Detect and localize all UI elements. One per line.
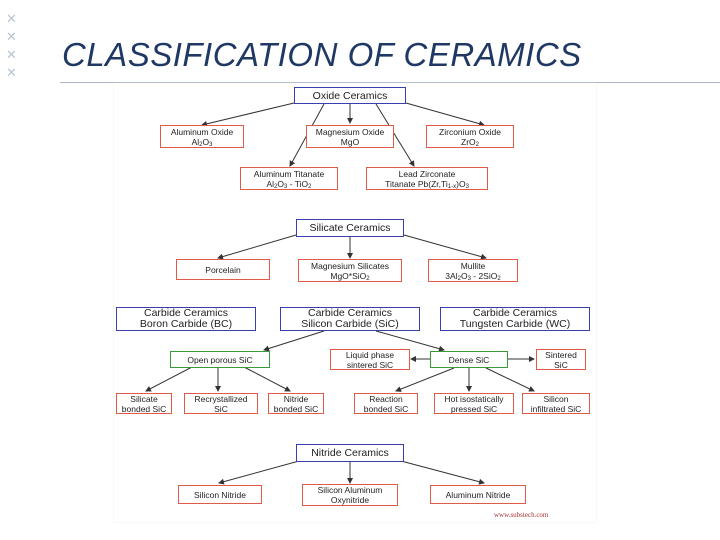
node-label: pressed SiC bbox=[450, 403, 498, 414]
connector-arrow bbox=[243, 366, 291, 392]
connector-arrow bbox=[403, 234, 487, 260]
node-label: Carbide Ceramics bbox=[143, 307, 229, 319]
silicate-bonded-sic-node: Silicate bonded SiC bbox=[116, 393, 172, 414]
open-porous-sic-node: Open porous SiC bbox=[170, 351, 270, 368]
node-formula: MgO bbox=[340, 136, 360, 147]
node-label: SiC bbox=[554, 359, 568, 370]
aluminum-titanate-node: Aluminum Titanate Al2O3 - TiO2 bbox=[240, 167, 338, 190]
node-label: Oxide Ceramics bbox=[312, 89, 388, 102]
reaction-bonded-sic-node: Reaction bonded SiC bbox=[354, 393, 418, 414]
zirconium-oxide-node: Zirconium Oxide ZrO2 bbox=[426, 125, 514, 148]
nitride-bonded-sic-node: Nitride bonded SiC bbox=[268, 393, 324, 414]
nitride-ceramics-node: Nitride Ceramics bbox=[296, 444, 404, 462]
node-label: Oxynitride bbox=[330, 495, 370, 505]
node-label: Silicate bbox=[130, 393, 158, 404]
liquid-phase-sintered-node: Liquid phase sintered SiC bbox=[330, 349, 410, 370]
aluminum-oxide-node: Aluminum Oxide Al2O3 bbox=[160, 125, 244, 148]
node-label: Porcelain bbox=[205, 264, 241, 275]
node-label: Silicate Ceramics bbox=[309, 222, 391, 234]
watermark: www.substech.com bbox=[494, 511, 549, 519]
node-label: Aluminum Nitride bbox=[445, 489, 511, 500]
node-label: Mullite bbox=[460, 260, 486, 271]
connector-arrow bbox=[375, 330, 445, 352]
node-label: SiC bbox=[214, 403, 228, 414]
connector-arrow bbox=[405, 102, 485, 127]
connector-arrow bbox=[485, 367, 535, 392]
magnesium-oxide-node: Magnesium Oxide MgO bbox=[306, 125, 394, 148]
node-label: Nitride Ceramics bbox=[311, 447, 389, 459]
porcelain-node: Porcelain bbox=[176, 259, 270, 280]
node-label: bonded SiC bbox=[363, 403, 409, 414]
boron-carbide-node: Carbide Ceramics Boron Carbide (BC) bbox=[116, 307, 256, 331]
recrystallized-sic-node: Recrystallized SiC bbox=[184, 393, 258, 414]
node-label: Hot isostatically bbox=[444, 393, 504, 404]
diagram-connectors bbox=[145, 102, 535, 485]
connector-arrow bbox=[375, 103, 415, 167]
node-label: bonded SiC bbox=[273, 403, 319, 414]
oxide-ceramics-node: Oxide Ceramics bbox=[294, 87, 406, 104]
node-label: Silicon bbox=[543, 393, 569, 404]
node-label: Silicon Nitride bbox=[194, 489, 246, 500]
node-label: Reaction bbox=[369, 393, 403, 404]
dense-sic-node: Dense SiC bbox=[430, 351, 508, 368]
corner-decoration-icon: ✕ bbox=[6, 65, 17, 80]
node-label: Aluminum Oxide bbox=[170, 126, 234, 137]
connector-arrow bbox=[218, 460, 300, 485]
node-label: Tungsten Carbide (WC) bbox=[459, 318, 571, 330]
aluminum-nitride-node: Aluminum Nitride bbox=[430, 485, 526, 504]
node-label: Nitride bbox=[283, 393, 309, 404]
title-divider bbox=[60, 82, 720, 83]
node-label: bonded SiC bbox=[121, 403, 167, 414]
slide-title: CLASSIFICATION OF CERAMICS bbox=[62, 36, 582, 73]
node-label: Magnesium Silicates bbox=[311, 260, 389, 271]
node-label: Silicon Carbide (SiC) bbox=[301, 318, 399, 330]
node-label: Carbide Ceramics bbox=[307, 307, 393, 319]
node-formula: Titanate Pb(Zr,Ti1-x)O3 bbox=[385, 178, 469, 190]
connector-arrow bbox=[400, 460, 485, 485]
corner-decoration-icon: ✕ bbox=[6, 47, 17, 62]
node-formula: Al2O3 - TiO2 bbox=[266, 178, 312, 190]
ceramics-classification-diagram: Oxide Ceramics Aluminum Oxide Al2O3 Magn… bbox=[114, 83, 596, 522]
node-label: Sintered bbox=[545, 349, 577, 360]
connector-arrow bbox=[217, 234, 297, 260]
tungsten-carbide-node: Carbide Ceramics Tungsten Carbide (WC) bbox=[440, 307, 590, 331]
node-label: Liquid phase bbox=[345, 349, 395, 360]
node-label: Carbide Ceramics bbox=[472, 307, 558, 319]
silicate-ceramics-node: Silicate Ceramics bbox=[296, 219, 404, 237]
node-label: Boron Carbide (BC) bbox=[139, 318, 233, 330]
node-formula: 3Al2O3 - 2SiO2 bbox=[445, 270, 501, 282]
silicon-infiltrated-sic-node: Silicon infiltrated SiC bbox=[522, 393, 590, 414]
node-label: Zirconium Oxide bbox=[439, 126, 501, 137]
sintered-sic-node: Sintered SiC bbox=[536, 349, 586, 370]
node-label: Lead Zirconate bbox=[398, 168, 456, 179]
corner-decoration-icon: ✕ bbox=[6, 11, 17, 26]
node-label: Aluminum Titanate bbox=[253, 168, 325, 179]
silicon-aluminum-oxynitride-node: Silicon Aluminum Oxynitride bbox=[302, 484, 398, 506]
connector-arrow bbox=[263, 330, 325, 352]
hot-pressed-sic-node: Hot isostatically pressed SiC bbox=[434, 393, 514, 414]
node-formula: MgO*SiO2 bbox=[330, 270, 370, 282]
node-formula: Al2O3 bbox=[191, 136, 213, 148]
node-label: Recrystallized bbox=[194, 393, 248, 404]
connector-arrow bbox=[395, 367, 455, 392]
magnesium-silicates-node: Magnesium Silicates MgO*SiO2 bbox=[298, 259, 402, 282]
node-label: sintered SiC bbox=[346, 359, 394, 370]
node-formula: ZrO2 bbox=[461, 136, 479, 148]
silicon-nitride-node: Silicon Nitride bbox=[178, 485, 262, 504]
node-label: Silicon Aluminum bbox=[317, 485, 383, 495]
node-label: Open porous SiC bbox=[187, 354, 253, 365]
node-label: infiltrated SiC bbox=[530, 403, 582, 414]
connector-arrow bbox=[145, 366, 193, 392]
corner-decoration-icon: ✕ bbox=[6, 29, 17, 44]
mullite-node: Mullite 3Al2O3 - 2SiO2 bbox=[428, 259, 518, 282]
silicon-carbide-node: Carbide Ceramics Silicon Carbide (SiC) bbox=[280, 307, 420, 331]
connector-arrow bbox=[201, 102, 295, 127]
lead-zirconate-node: Lead Zirconate Titanate Pb(Zr,Ti1-x)O3 bbox=[366, 167, 488, 190]
node-label: Dense SiC bbox=[448, 354, 490, 365]
node-label: Magnesium Oxide bbox=[315, 126, 385, 137]
